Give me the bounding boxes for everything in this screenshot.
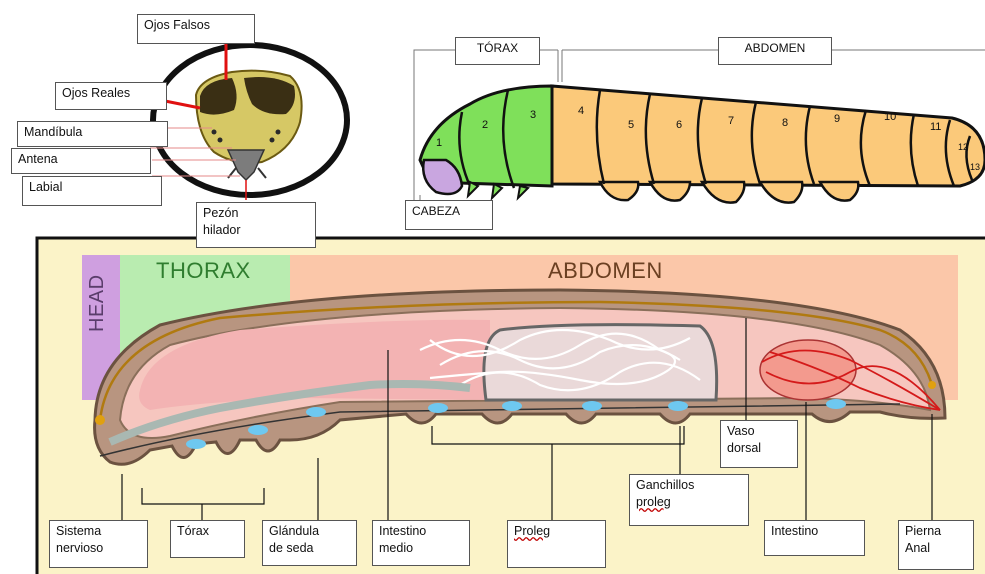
hindgut	[760, 340, 856, 400]
label-ganchillos-proleg-text: proleg	[636, 495, 671, 509]
segment-number: 1	[436, 137, 442, 149]
real-eye	[218, 138, 223, 143]
dorsal-vessel-end	[928, 381, 936, 389]
segment-number: 12	[958, 142, 968, 152]
dorsal-vessel-end	[95, 415, 105, 425]
zone-label-thorax: THORAX	[156, 258, 251, 284]
label-ojos-reales: Ojos Reales	[55, 82, 167, 110]
label-glandula-de-seda: Glándula de seda	[262, 520, 357, 566]
label-torax-internal: Tórax	[170, 520, 245, 558]
real-eye	[212, 130, 217, 135]
label-pierna-anal: Pierna Anal	[898, 520, 974, 570]
real-eye	[276, 130, 281, 135]
segment-number: 6	[676, 119, 682, 131]
zone-label-abdomen: ABDOMEN	[548, 258, 663, 284]
segment-number: 8	[782, 117, 788, 129]
segment-number: 5	[628, 119, 634, 131]
real-eye	[270, 138, 275, 143]
segment-number: 2	[482, 119, 488, 131]
label-pezon-hilador: Pezón hilador	[196, 202, 316, 248]
label-intestino: Intestino	[764, 520, 865, 556]
label-labial: Labial	[22, 176, 162, 206]
segment-number: 3	[530, 109, 536, 121]
label-ganchillos-proleg: Ganchillos proleg	[629, 474, 749, 526]
label-vaso-dorsal: Vaso dorsal	[720, 420, 798, 468]
segment-number: 13	[970, 162, 980, 172]
label-ganchillos-text: Ganchillos	[636, 478, 694, 492]
segment-number: 11	[930, 121, 941, 133]
segment-number: 9	[834, 113, 840, 125]
label-ojos-falsos: Ojos Falsos	[137, 14, 255, 44]
head-closeup	[150, 42, 347, 200]
segment-number: 10	[884, 111, 896, 123]
abdomen-body	[552, 86, 985, 186]
label-torax-external: TÓRAX	[455, 37, 540, 65]
label-sistema-nervioso: Sistema nervioso	[49, 520, 148, 568]
label-mandibula: Mandíbula	[17, 121, 168, 147]
label-intestino-medio: Intestino medio	[372, 520, 470, 566]
label-abdomen-external: ABDOMEN	[718, 37, 832, 65]
label-cabeza: CABEZA	[405, 200, 493, 230]
zone-label-head: HEAD	[86, 262, 116, 332]
segment-number: 7	[728, 115, 734, 127]
label-proleg: Proleg	[507, 520, 606, 568]
segment-number: 4	[578, 105, 584, 117]
label-antena: Antena	[11, 148, 151, 174]
